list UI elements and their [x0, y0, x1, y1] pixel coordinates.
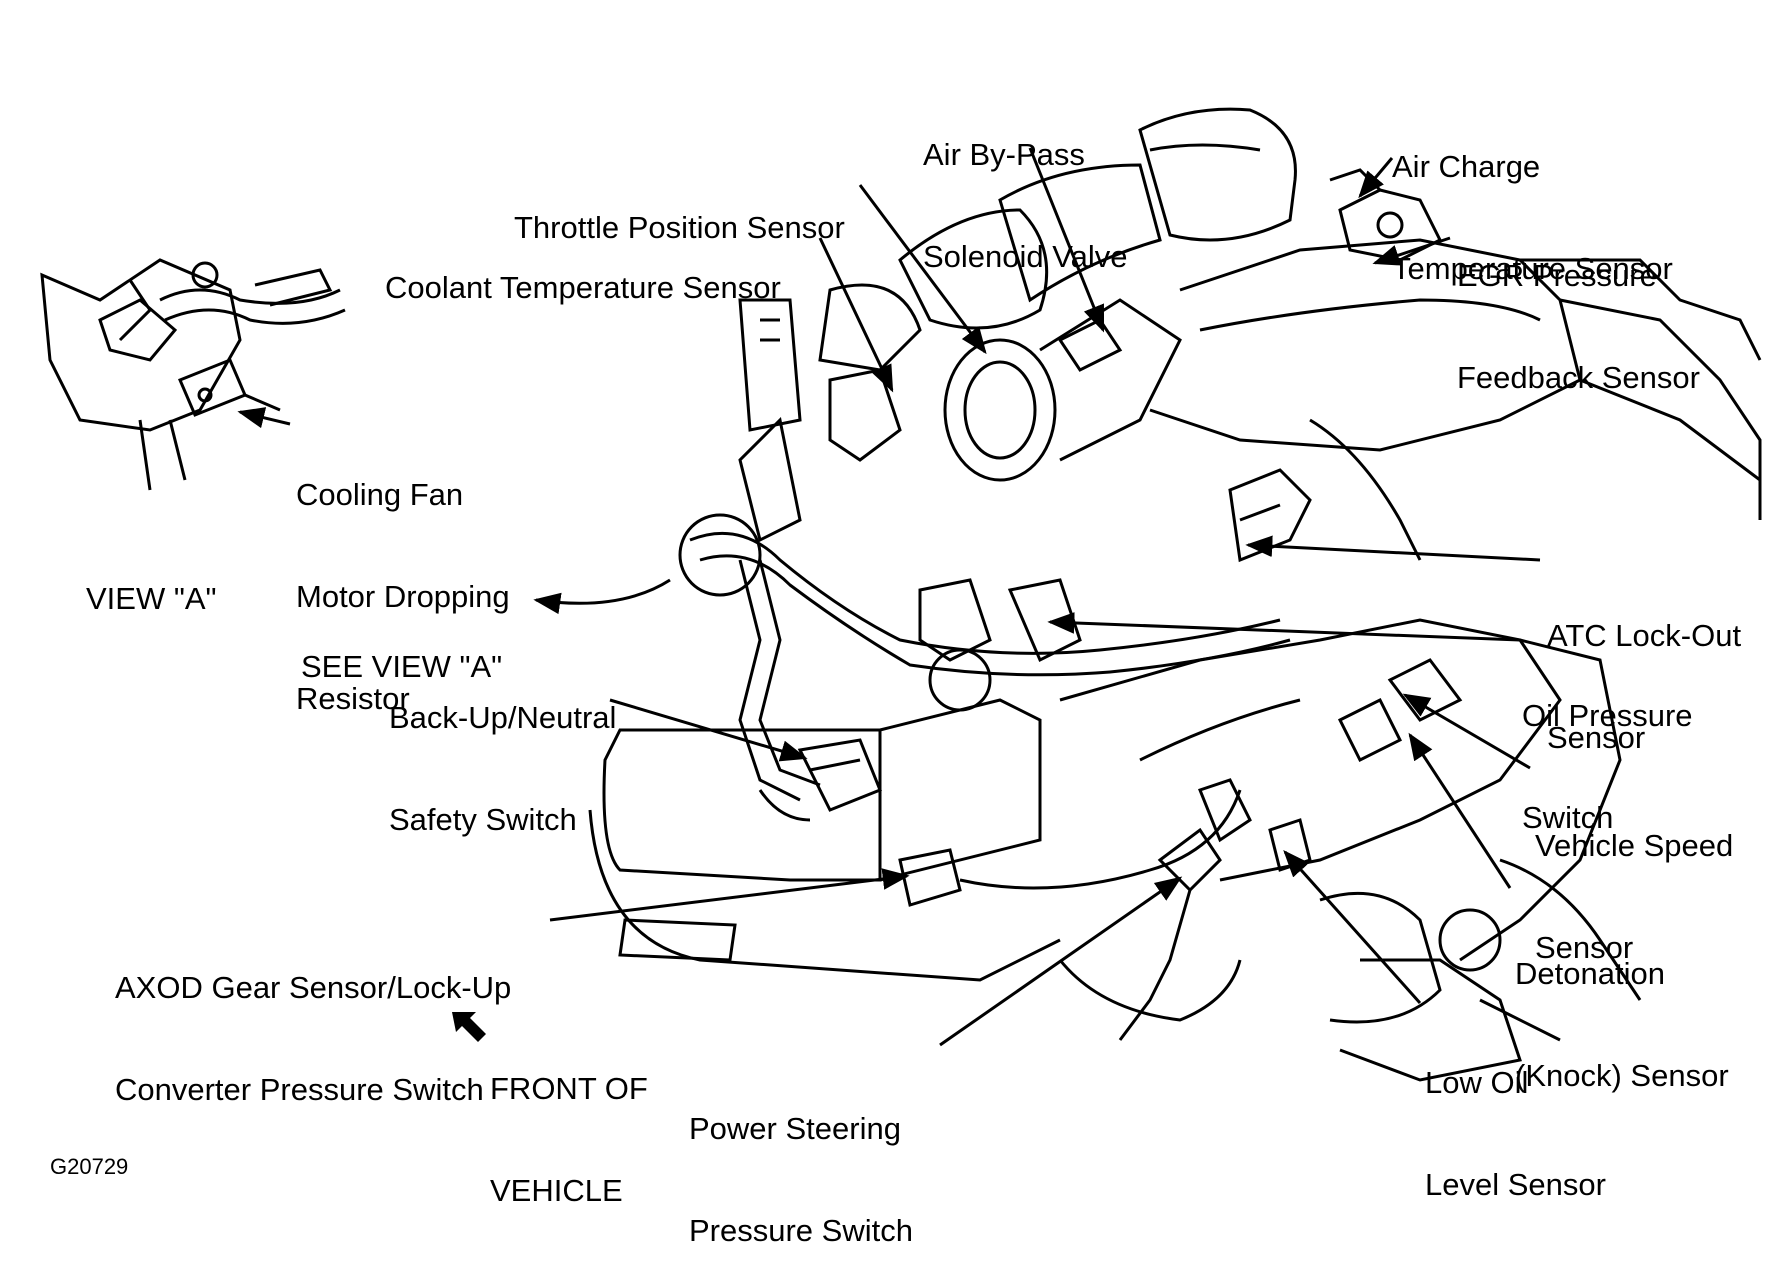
label-air-bypass: Air By-Pass Solenoid Valve	[923, 70, 1128, 308]
leader-axod	[549, 868, 910, 922]
leader-power-steering	[939, 876, 1183, 1047]
label-see-view-a: SEE VIEW "A"	[301, 582, 502, 718]
label-backup-neutral: Back-Up/Neutral Safety Switch	[389, 633, 616, 871]
label-line: VIEW "A"	[86, 581, 217, 616]
leader-cooling-fan	[237, 407, 291, 429]
figure-id: G20729	[50, 1107, 128, 1203]
label-line: Solenoid Valve	[923, 239, 1128, 274]
label-line: Pressure Switch	[689, 1213, 913, 1248]
label-line: Converter Pressure Switch	[115, 1072, 484, 1107]
label-line: Throttle Position Sensor	[514, 210, 845, 245]
leader-air-charge	[1358, 157, 1394, 199]
leader-egr	[1372, 236, 1451, 266]
label-view-a: VIEW "A"	[86, 514, 217, 650]
leader-backup	[609, 698, 808, 762]
front-arrow-icon	[452, 1012, 486, 1042]
label-detonation: Detonation (Knock) Sensor	[1515, 889, 1729, 1127]
leader-coolant	[818, 237, 894, 393]
label-coolant-temperature: Coolant Temperature Sensor	[385, 203, 781, 339]
label-air-charge: Air Charge Temperature Sensor	[1392, 82, 1673, 320]
label-line: Resistor	[296, 681, 410, 716]
label-line: Cooling Fan	[296, 477, 464, 512]
label-line: Air Charge	[1392, 149, 1541, 184]
label-line: Feedback Sensor	[1457, 360, 1700, 395]
label-line: Sensor	[1547, 720, 1646, 755]
label-line: Coolant Temperature Sensor	[385, 270, 781, 305]
leader-vehicle-speed	[1402, 693, 1531, 770]
label-line: Detonation	[1515, 956, 1665, 991]
label-atc-lock-out: ATC Lock-Out Sensor	[1547, 551, 1741, 789]
label-line: AXOD Gear Sensor/Lock-Up	[115, 970, 512, 1005]
view-a-inset-drawing	[40, 258, 346, 491]
leader-oil-pressure	[1047, 612, 1521, 642]
label-line: (Knock) Sensor	[1515, 1058, 1729, 1093]
leader-air-bypass	[1028, 147, 1105, 333]
label-line: Motor Dropping	[296, 579, 510, 614]
label-line: FRONT OF	[490, 1071, 648, 1106]
label-line: Oil Pressure	[1522, 698, 1693, 733]
label-line: Temperature Sensor	[1392, 251, 1673, 286]
label-line: SEE VIEW "A"	[301, 649, 503, 684]
see-view-a-arrow	[533, 578, 671, 615]
label-axod: AXOD Gear Sensor/Lock-Up Converter Press…	[115, 903, 511, 1141]
label-power-steering: Power Steering Pressure Switch	[689, 1044, 913, 1282]
label-egr-pressure: EGR Pressure Feedback Sensor	[1457, 191, 1700, 429]
label-line: Sensor	[1535, 930, 1634, 965]
label-line: Switch	[1522, 800, 1614, 835]
label-line: Back-Up/Neutral	[389, 700, 617, 735]
label-front-of-vehicle: FRONT OF VEHICLE	[490, 1004, 648, 1242]
label-line: ATC Lock-Out	[1547, 618, 1742, 653]
label-vehicle-speed: Vehicle Speed Sensor	[1535, 761, 1733, 999]
label-line: Level Sensor	[1425, 1167, 1606, 1202]
leader-throttle	[858, 184, 987, 355]
label-line: EGR Pressure	[1457, 258, 1657, 293]
label-throttle-position: Throttle Position Sensor	[514, 143, 845, 279]
leader-low-oil	[1283, 849, 1422, 1004]
label-line: Air By-Pass	[923, 137, 1085, 172]
label-line: Safety Switch	[389, 802, 577, 837]
label-line: G20729	[50, 1154, 129, 1179]
label-low-oil: Low Oil Level Sensor	[1425, 998, 1606, 1236]
leader-lines	[237, 147, 1541, 1047]
label-line: Vehicle Speed	[1535, 828, 1734, 863]
label-line: Power Steering	[689, 1111, 901, 1146]
label-line: VEHICLE	[490, 1173, 623, 1208]
label-line: Low Oil	[1425, 1065, 1529, 1100]
engine-diagram	[40, 107, 1762, 1082]
label-oil-pressure-switch: Oil Pressure Switch	[1522, 631, 1693, 869]
label-cooling-fan-resistor: Cooling Fan Motor Dropping Resistor	[296, 410, 510, 750]
leader-detonation	[1408, 732, 1512, 889]
leader-atc	[1245, 535, 1541, 562]
